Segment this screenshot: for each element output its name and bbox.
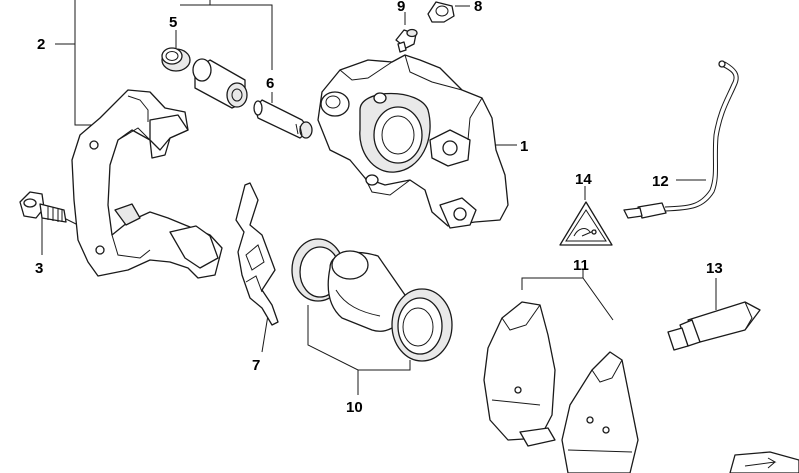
bleeder-screw [395,28,418,53]
callout-1: 1 [520,138,528,155]
callout-14: 14 [575,171,592,188]
callout-labels: 1 2 3 5 6 7 8 9 10 11 12 13 14 [35,0,723,416]
anti-rattle-spring [235,182,279,326]
brake-caliper-housing [317,54,509,229]
callout-9: 9 [397,0,405,15]
callout-3: 3 [35,260,43,277]
callout-6: 6 [266,75,274,92]
warning-label-triangle [559,201,613,246]
brake-pad-outer [561,351,639,473]
guide-dust-cap [161,47,191,72]
callout-12: 12 [652,173,669,190]
piston-dust-boot [391,288,453,362]
guide-bushing [192,58,248,109]
caliper-piston [327,250,407,332]
leader-lines [41,0,717,395]
callout-11: 11 [573,257,589,274]
callout-5: 5 [169,14,177,31]
caliper-carrier-bracket [71,89,223,279]
grease-tube [667,301,761,351]
bleeder-dust-cap [427,1,455,23]
callout-7: 7 [252,357,260,374]
carrier-mounting-bolt [19,191,67,223]
pad-wear-sensor [623,60,739,219]
navigation-arrow-icon [729,451,799,473]
callout-13: 13 [706,260,723,277]
callout-2: 2 [37,36,45,53]
callout-10: 10 [346,399,363,416]
callout-8: 8 [474,0,482,15]
guide-pin [253,99,313,139]
brake-pad-inner [483,301,556,447]
